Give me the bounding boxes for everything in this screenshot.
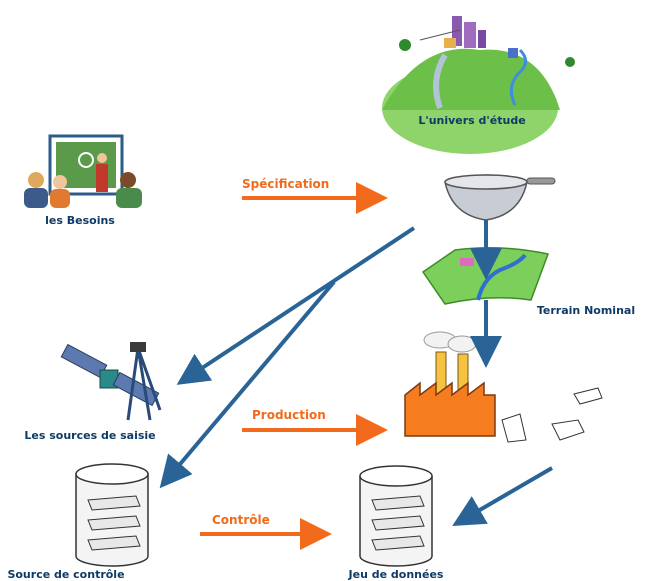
output-sheet-3: [573, 387, 603, 405]
besoins-illustration: [24, 134, 142, 208]
person-2-head: [53, 175, 67, 189]
output-sheet-2: [551, 419, 585, 441]
presenter-head: [97, 153, 107, 163]
tripod: [126, 347, 162, 421]
terrain-label: Terrain Nominal: [537, 304, 635, 317]
univers-label: L'univers d'étude: [418, 114, 525, 127]
source-controle-database: [75, 463, 149, 567]
person-3-head: [120, 172, 136, 188]
person-1-body: [24, 188, 48, 208]
db-layer-right-3: [371, 535, 425, 551]
source-controle-label: Source de contrôle: [7, 568, 124, 581]
presenter-body: [96, 164, 108, 192]
hill-front: [382, 48, 560, 110]
sources-saisie-illustration: [60, 342, 162, 421]
factory-building: [404, 381, 496, 437]
db-layer-left-2: [87, 515, 141, 531]
db-layer-right-2: [371, 515, 425, 531]
house-1: [444, 38, 456, 48]
sieve-handle: [526, 177, 556, 185]
db-layer-left-1: [87, 495, 141, 511]
db-top-right: [359, 465, 433, 487]
building-3: [478, 30, 486, 48]
person-1-head: [28, 172, 44, 188]
building-2: [464, 22, 476, 48]
person-2-body: [50, 189, 70, 208]
db-top-left: [75, 463, 149, 485]
power-line: [419, 29, 461, 41]
theodolite-head: [130, 342, 146, 352]
map-river: [476, 253, 527, 301]
sieve-rim: [444, 174, 528, 190]
jeu-donnees-label: Jeu de données: [348, 568, 444, 581]
sources-saisie-label: Les sources de saisie: [24, 429, 155, 442]
map-zone: [460, 258, 474, 266]
db-layer-left-3: [87, 535, 141, 551]
db-layer-right-1: [371, 495, 425, 511]
smoke-2: [447, 335, 477, 353]
sieve-illustration: [444, 174, 556, 221]
factory-to-jeu-donnees-arrow: [452, 466, 554, 527]
tree-2: [565, 57, 575, 67]
controle-label: Contrôle: [212, 513, 270, 527]
person-3-body: [116, 188, 142, 208]
spec-to-source-controle-arrow: [159, 280, 336, 489]
jeu-donnees-database: [359, 465, 433, 567]
board-drawing: [78, 152, 94, 168]
output-sheet-1: [501, 413, 527, 443]
univers-etude-illustration: [382, 16, 575, 154]
road: [433, 53, 448, 110]
factory-illustration: [404, 331, 603, 443]
house-2: [508, 48, 518, 58]
besoins-label: les Besoins: [45, 214, 115, 227]
production-label: Production: [252, 408, 326, 422]
tree-1: [399, 39, 411, 51]
river: [509, 48, 527, 106]
spec-to-sources-saisie-arrow: [176, 226, 416, 385]
specification-label: Spécification: [242, 177, 329, 191]
